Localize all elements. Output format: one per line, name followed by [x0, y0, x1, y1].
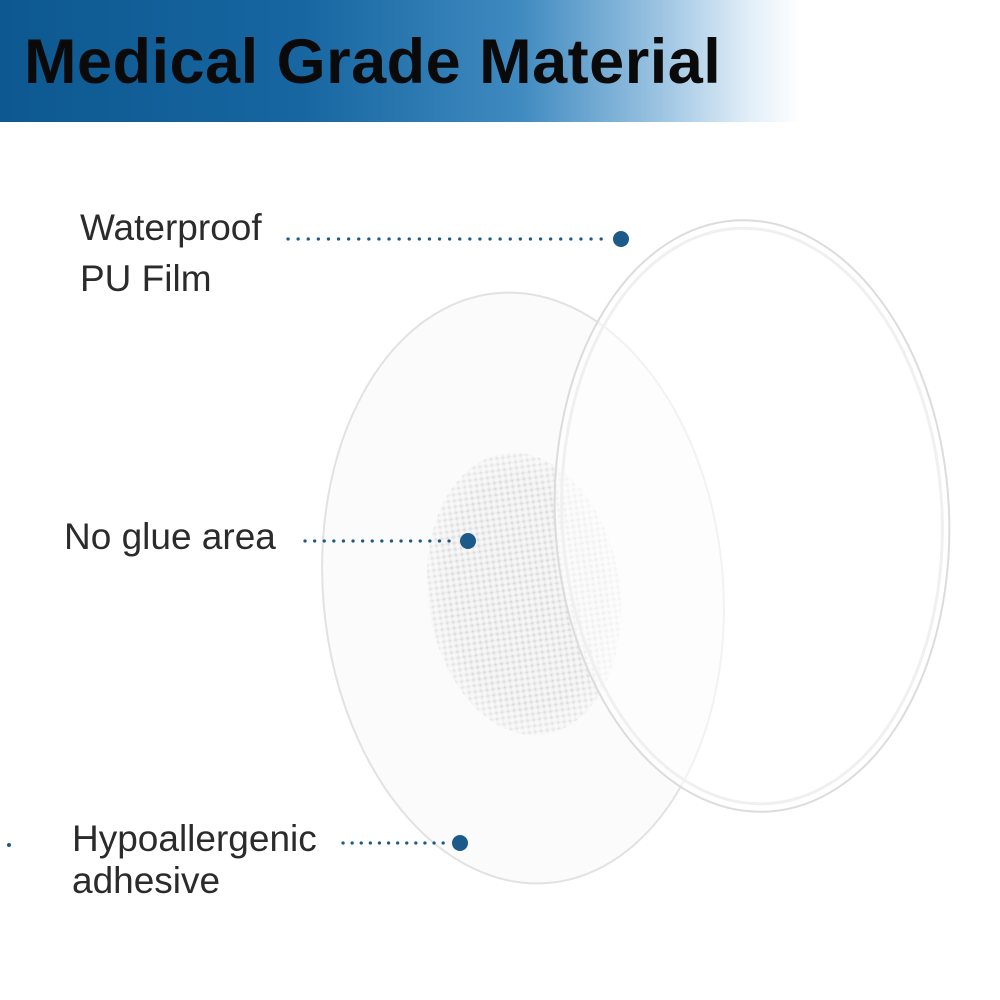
film-leader-line: [286, 231, 629, 247]
adhesive-marker-dot: [452, 835, 468, 851]
no-glue-label: No glue area: [64, 516, 276, 557]
edge-dot: [7, 843, 11, 847]
title-banner: Medical Grade Material: [0, 0, 1000, 122]
pu-film-layer: [553, 219, 951, 813]
noglue-leader-line: [303, 533, 476, 549]
adhesive-label: Hypoallergenic: [72, 818, 317, 859]
noglue-marker-dot: [460, 533, 476, 549]
adhesive-label-line2: adhesive: [72, 860, 221, 901]
film-label-line2: PU Film: [80, 258, 212, 299]
adhesive-leader-line: [341, 835, 468, 851]
page-title: Medical Grade Material: [24, 27, 722, 97]
film-label: Waterproof: [80, 207, 262, 248]
film-marker-dot: [613, 231, 629, 247]
